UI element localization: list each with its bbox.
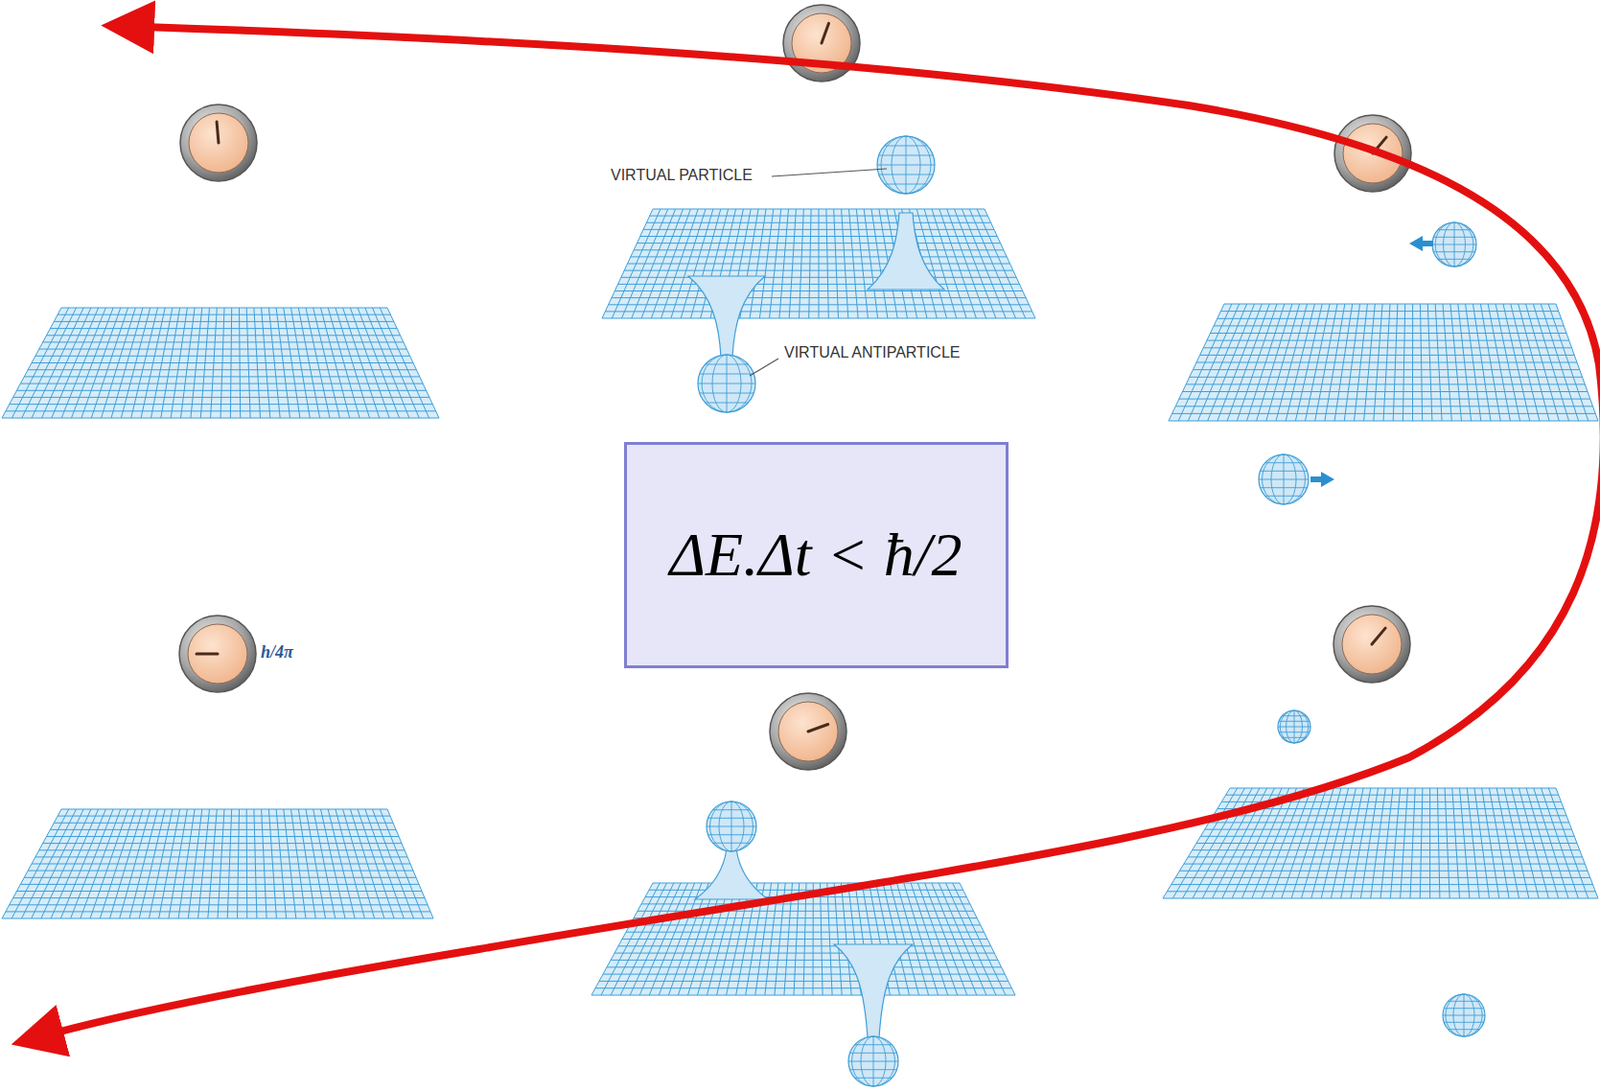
- sphere-wireframe: [706, 801, 757, 852]
- clock-face: [778, 701, 838, 762]
- grid-surface: [1162, 788, 1599, 899]
- clock-rim: [769, 693, 847, 770]
- formula-box: ΔE.Δt < ħ/2: [624, 441, 1009, 669]
- grid-surface: [1168, 303, 1599, 421]
- sphere-body: [848, 1036, 899, 1087]
- sphere-body: [697, 354, 756, 413]
- clocks: [179, 4, 1412, 770]
- pair-stem: [688, 276, 766, 357]
- clock-face: [1342, 614, 1402, 674]
- particle-sphere: [1277, 710, 1311, 743]
- sphere-wireframe: [1277, 710, 1311, 743]
- spacetime-grids: [1, 208, 1599, 996]
- particle-sphere: [848, 1036, 899, 1087]
- cycle-arrow: [52, 26, 1600, 1034]
- particle-sphere: [1258, 454, 1309, 505]
- clock-face: [187, 624, 248, 684]
- sphere-wireframe: [1258, 454, 1309, 505]
- sphere-wireframe: [877, 136, 935, 194]
- spacetime-grid: [602, 208, 1036, 319]
- sphere-wireframe: [1432, 222, 1477, 267]
- pair-stem: [695, 848, 768, 900]
- sphere-body: [1277, 710, 1311, 743]
- clock-rim: [1333, 605, 1411, 683]
- clock-hand: [821, 23, 830, 44]
- clock: [179, 615, 256, 693]
- leader-line: [749, 358, 779, 376]
- particle-sphere: [877, 136, 935, 194]
- clock-hand: [808, 723, 829, 732]
- clock-hand: [196, 652, 218, 656]
- grid-surface: [1, 307, 440, 418]
- pair-stem: [867, 212, 945, 290]
- sphere-body: [1432, 222, 1477, 267]
- clock-hand: [216, 121, 219, 143]
- clock: [1333, 605, 1411, 683]
- uncertainty-formula: ΔE.Δt < ħ/2: [670, 519, 963, 591]
- spacetime-grid: [1, 307, 440, 418]
- grid-mesh: [1168, 303, 1599, 421]
- grid-mesh: [1, 809, 434, 919]
- sphere-wireframe: [848, 1036, 899, 1087]
- sphere-body: [706, 801, 757, 852]
- clock-rim: [180, 104, 257, 182]
- clock-rim: [179, 615, 256, 693]
- leader-line: [771, 168, 887, 177]
- sphere-wireframe: [697, 354, 756, 413]
- particle-label: VIRTUAL PARTICLE: [610, 166, 753, 185]
- sphere-body: [1258, 454, 1309, 505]
- motion-arrows: [1310, 235, 1434, 487]
- grid-surface: [602, 208, 1036, 319]
- clock: [769, 693, 847, 770]
- grid-surface: [591, 882, 1016, 996]
- spacetime-grid: [1168, 303, 1599, 421]
- pair-stem: [834, 944, 913, 1038]
- motion-arrow: [1409, 235, 1434, 252]
- grid-mesh: [602, 208, 1036, 319]
- spacetime-grid: [1, 809, 434, 919]
- clock-face: [188, 113, 249, 173]
- grid-mesh: [1, 307, 440, 418]
- spacetime-grid: [1162, 788, 1599, 899]
- sphere-body: [1442, 994, 1485, 1037]
- clock-hand: [1371, 627, 1386, 645]
- antiparticle-label: VIRTUAL ANTIPARTICLE: [784, 344, 960, 362]
- spacetime-grid: [591, 882, 1016, 996]
- sphere-wireframe: [1442, 994, 1485, 1037]
- grid-mesh: [1162, 788, 1599, 899]
- motion-arrow: [1310, 471, 1335, 487]
- grid-surface: [1, 809, 434, 919]
- particle-sphere: [1432, 222, 1477, 267]
- particle-sphere: [697, 354, 756, 413]
- particle-sphere: [1442, 994, 1485, 1037]
- grid-mesh: [591, 882, 1016, 996]
- clock: [180, 104, 257, 182]
- time-limit-label: h/4π: [260, 642, 294, 663]
- particle-sphere: [706, 801, 757, 852]
- sphere-body: [877, 136, 935, 194]
